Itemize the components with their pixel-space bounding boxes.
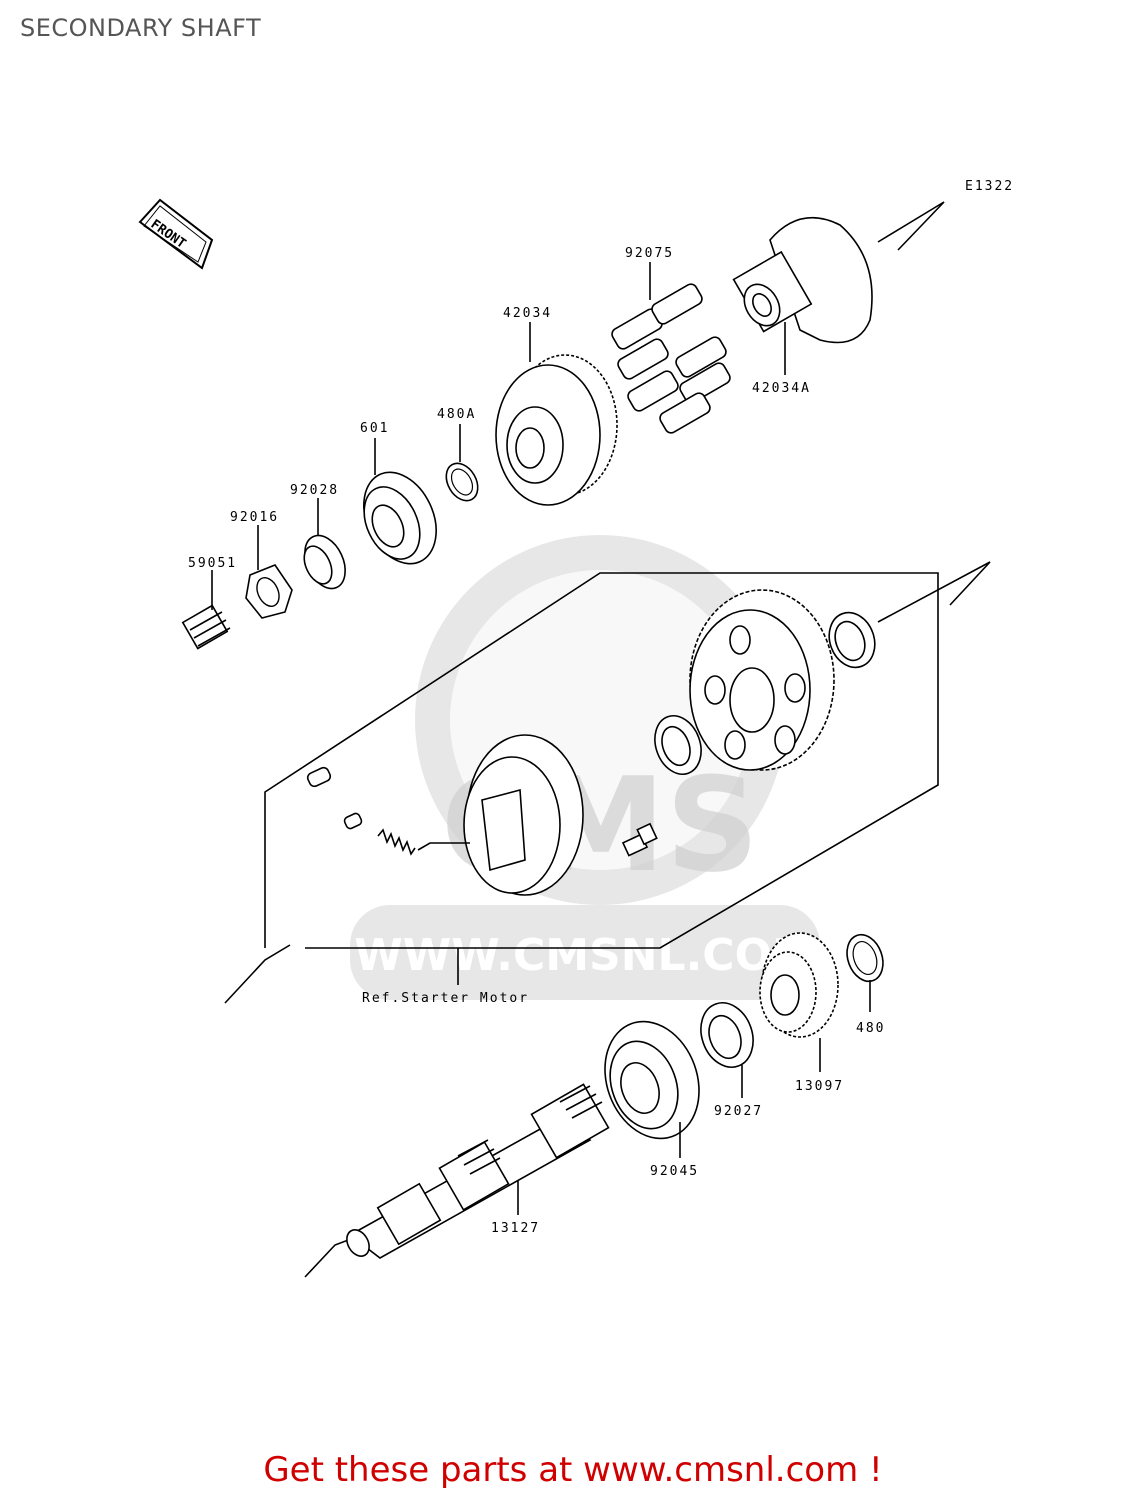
- part-label-92016: 92016: [230, 510, 279, 525]
- part-label-13097: 13097: [795, 1079, 844, 1094]
- part-clutch-roller: [306, 766, 332, 788]
- part-92016-nut: [245, 564, 293, 619]
- cta-link[interactable]: Get these parts at www.cmsnl.com !: [263, 1450, 883, 1490]
- part-clutch-plunger: [343, 812, 363, 830]
- part-13127-shaft: [346, 1083, 610, 1259]
- part-clutch-body: [463, 734, 584, 896]
- diagram-code: E1322: [965, 179, 1014, 194]
- part-42034-gear: [495, 354, 618, 506]
- part-label-42034: 42034: [503, 306, 552, 321]
- part-13097-gear: [759, 932, 839, 1038]
- part-label-92075: 92075: [625, 246, 674, 261]
- part-480A-circlip: [445, 462, 479, 502]
- part-92075-rollers: [611, 283, 731, 434]
- part-clutch-spring: [377, 828, 470, 856]
- part-washer-mid: [654, 715, 702, 775]
- part-label-13127: 13127: [491, 1221, 540, 1236]
- axis-break-right: [877, 561, 991, 623]
- part-label-42034A: 42034A: [752, 381, 811, 396]
- part-42034A-housing: [732, 217, 873, 344]
- part-92028-collar: [303, 534, 346, 590]
- part-92045-bearing: [604, 1020, 700, 1140]
- part-59051-gear: [181, 604, 231, 650]
- part-label-601: 601: [360, 421, 389, 436]
- watermark-url: WWW.CMSNL.COM: [354, 930, 816, 981]
- part-labels: 92075 42034 42034A 601 480A 92028 92016 …: [188, 246, 885, 1236]
- part-601-bearing: [363, 471, 437, 565]
- axis-break-top: [877, 201, 945, 251]
- part-starter-gear: [689, 589, 835, 771]
- page-title: SECONDARY SHAFT: [20, 14, 262, 42]
- part-clutch-bolt: [621, 822, 658, 857]
- part-label-92028: 92028: [290, 483, 339, 498]
- watermark: CMS WWW.CMSNL.COM: [350, 535, 820, 1000]
- part-label-59051: 59051: [188, 556, 237, 571]
- starter-assembly-box: [264, 572, 939, 949]
- ref-note: Ref.Starter Motor: [362, 991, 529, 1006]
- front-arrow-icon: FRONT: [138, 198, 214, 270]
- part-label-92027: 92027: [714, 1104, 763, 1119]
- part-label-480: 480: [856, 1021, 885, 1036]
- part-washer-right: [828, 611, 876, 669]
- part-480-circlip: [846, 933, 884, 983]
- axis-break-left: [224, 944, 291, 1004]
- part-label-480A: 480A: [437, 407, 476, 422]
- part-label-92045: 92045: [650, 1164, 699, 1179]
- part-92027-collar: [700, 1002, 754, 1068]
